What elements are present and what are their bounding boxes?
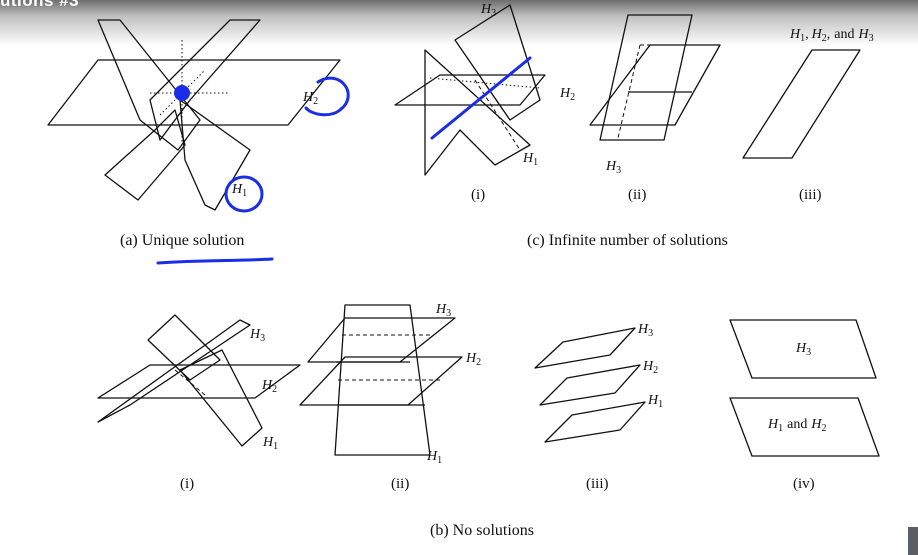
- label-c-i-h2: H2: [559, 86, 575, 103]
- sub-label-b-iii: (iii): [586, 476, 609, 492]
- panel-b-ii: H3 H2 H1 (ii): [299, 302, 481, 492]
- caption-b: (b) No solutions: [430, 522, 534, 539]
- panel-c-i: H3 H2 H1 (i): [394, 2, 575, 203]
- label-a-h1: H1: [231, 182, 247, 199]
- plane-c-i-h3: [454, 4, 541, 121]
- sub-label-b-iv: (iv): [793, 476, 815, 492]
- corner-scroll-handle[interactable]: [908, 527, 918, 555]
- intersection-line-annotation: [430, 56, 532, 140]
- underline-annotation: [156, 257, 274, 265]
- plane-b-iii-h3: [534, 327, 636, 369]
- sub-label-c-iii: (iii): [799, 187, 822, 203]
- video-title-bar: utions #3: [0, 0, 918, 46]
- circle-annotation-h1: [224, 175, 264, 213]
- sub-label-b-ii: (ii): [391, 476, 409, 492]
- panel-a-unique-solution: H2 H1 (a) Unique solution: [47, 19, 350, 265]
- plane-b-i-h1-right: [179, 349, 263, 447]
- label-b-i-h1: H1: [262, 435, 278, 452]
- label-b-iii-h3: H3: [637, 322, 653, 339]
- sub-label-b-i: (i): [180, 476, 194, 492]
- plane-c-ii-h3-tilted: [599, 14, 693, 141]
- caption-a: (a) Unique solution: [120, 232, 244, 249]
- plane-c-i-h1: [424, 49, 531, 176]
- label-c-ii-h3: H3: [605, 159, 621, 176]
- label-b-iii-h2: H2: [642, 359, 658, 376]
- plane-b-ii-upper-horizontal: [307, 317, 456, 363]
- plane-c-iii-coincident: [742, 49, 861, 159]
- panel-c-ii: H3 (ii): [589, 14, 721, 203]
- plane-b-iv-h3: [729, 319, 877, 379]
- plane-b-i-h3: [97, 319, 251, 423]
- label-a-h2: H2: [302, 90, 318, 107]
- circle-annotation-h2: [304, 76, 350, 117]
- plane-b-iv-h1-and-h2: [729, 397, 880, 457]
- plane-b-i-h1-left: [147, 314, 221, 381]
- unique-solution-point-annotation: [174, 85, 190, 101]
- label-b-i-h3: H3: [249, 327, 265, 344]
- panel-b-i: H3 H2 H1 (i): [97, 314, 301, 492]
- sub-label-c-i: (i): [471, 187, 485, 203]
- plane-a-h2-horizontal: [47, 59, 341, 126]
- label-b-ii-h1: H1: [426, 449, 442, 466]
- panel-b-iii: H3 H2 H1 (iii): [534, 322, 663, 492]
- plane-c-ii-h2-horizontal: [589, 44, 721, 126]
- plane-a-h3-upper-left: [97, 19, 201, 151]
- plane-a-h1-lower-right: [179, 99, 251, 211]
- label-b-i-h2: H2: [261, 378, 277, 395]
- label-b-iv-h3: H3: [795, 341, 811, 358]
- plane-a-h3-upper-right: [149, 19, 261, 141]
- label-b-iii-h1: H1: [647, 393, 663, 410]
- plane-b-ii-lower-horizontal: [299, 356, 463, 406]
- video-title-fragment: utions #3: [0, 0, 80, 10]
- label-b-ii-h2: H2: [465, 351, 481, 368]
- label-b-ii-h3: H3: [435, 302, 451, 319]
- sub-label-c-ii: (ii): [628, 187, 646, 203]
- plane-b-ii-h3-tilted: [334, 304, 431, 456]
- caption-c: (c) Infinite number of solutions: [527, 232, 728, 249]
- plane-b-iii-h1: [544, 401, 646, 443]
- label-c-i-h3: H3: [480, 2, 496, 19]
- label-c-i-h1: H1: [522, 151, 538, 168]
- plane-b-iii-h2: [539, 364, 641, 406]
